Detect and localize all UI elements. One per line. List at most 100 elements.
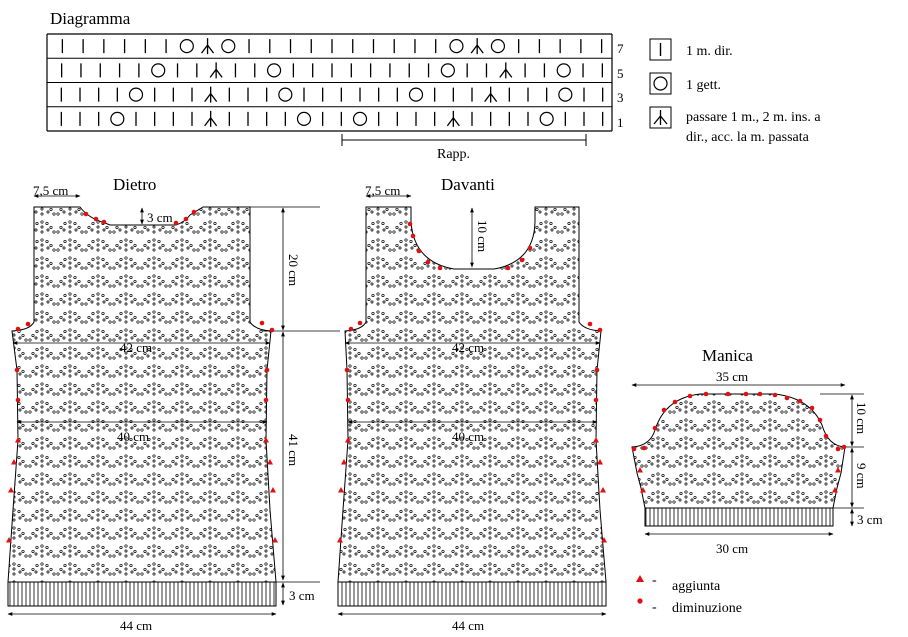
decrease-stitch [470,38,484,55]
back-armhole-label: 20 cm [286,254,301,286]
legend-decrease-text-1: passare 1 m., 2 m. ins. a [686,110,821,125]
repeat-label: Rapp. [437,147,470,162]
front-bottom-label: 44 cm [452,618,484,633]
key-decrease-text: diminuzione [672,601,742,616]
yarn-over-stitch [266,63,282,78]
decrease-marker [641,445,647,451]
decrease-marker [797,398,803,404]
back-ribbing [7,581,277,607]
decrease-marker [425,259,431,265]
increase-marker [345,437,351,443]
decrease-marker [784,395,790,401]
increase-marker [593,437,599,443]
yarn-over-stitch [278,87,293,102]
back-rib-label: 3 cm [289,588,315,603]
decrease-marker [841,444,847,450]
decrease-marker [809,405,815,411]
front-title: Davanti [441,175,495,194]
decrease-marker [743,391,749,397]
decrease-marker [597,327,603,333]
legend-yarn-over-text: 1 gett. [686,78,721,93]
decrease-stitch [209,62,223,79]
sleeve-ribbing [644,507,834,527]
front-piece [337,206,607,583]
back-chest-label: 42 cm [120,340,152,355]
decrease-marker [703,391,709,397]
decrease-stitch [446,110,460,127]
decrease-marker [191,209,197,215]
decrease-marker [345,397,351,403]
decrease-marker [25,321,31,327]
increase-marker [835,467,841,473]
decrease-stitch [201,38,215,55]
yarn-over-stitch [490,39,506,54]
increase-marker [337,537,343,543]
legend-decrease-text-2: dir., acc. la m. passata [686,130,810,145]
front-ribbing [337,581,607,607]
decrease-marker [519,257,525,263]
decrease-marker [772,392,778,398]
chart-row-num-1: 1 [617,115,624,130]
decrease-marker [83,211,89,217]
decrease-marker [344,367,350,373]
increase-marker [341,459,347,465]
key-dash-1: - [652,573,657,588]
increase-marker [637,467,643,473]
back-neck-label: 3 cm [147,210,173,225]
legend-knit-text: 1 m. dir. [686,44,733,59]
decrease-marker [687,393,693,399]
increase-marker [8,487,14,493]
decrease-marker [410,233,416,239]
decrease-icon [653,110,668,125]
decrease-marker [505,265,511,271]
increase-marker [597,459,603,465]
decrease-marker [594,367,600,373]
increase-marker-icon [636,575,644,582]
yarn-over-stitch [440,63,455,78]
decrease-marker [269,327,275,333]
decrease-marker [348,326,354,332]
yarn-over-stitch [128,87,144,102]
decrease-stitch [204,110,218,127]
decrease-marker [264,367,270,373]
decrease-marker [593,397,599,403]
decrease-marker [357,320,363,326]
yarn-over-stitch [408,87,424,102]
legend-yarn-over [649,72,672,95]
front-chest-label: 42 cm [452,340,484,355]
decrease-stitch [499,62,513,79]
yarn-over-stitch [558,87,573,102]
decrease-marker [93,216,99,222]
increase-marker [11,459,17,465]
decrease-marker [817,417,823,423]
increase-marker [267,459,273,465]
stitch-chart [46,33,613,132]
sleeve-top-label: 35 cm [716,369,748,384]
decrease-marker [835,446,841,452]
decrease-marker-icon [637,598,643,604]
increase-marker [263,437,269,443]
decrease-marker [631,446,637,452]
front-neck-label: 10 cm [475,220,490,252]
decrease-marker [661,407,667,413]
yarn-over-stitch [539,111,554,126]
decrease-marker [263,397,269,403]
sleeve-rib-label: 3 cm [857,512,883,527]
decrease-marker [14,367,20,373]
decrease-marker [407,221,413,227]
decrease-marker [15,326,21,332]
sleeve-bottom-label: 30 cm [716,541,748,556]
increase-marker [338,487,344,493]
decrease-stitch [484,86,498,103]
back-piece [7,206,277,583]
yarn-over-stitch [449,39,464,54]
decrease-marker [259,320,265,326]
chart-row-num-5: 5 [617,66,624,81]
yarn-over-stitch [151,63,166,78]
increase-marker [601,537,607,543]
back-title: Dietro [113,175,156,194]
back-length-label: 41 cm [286,434,301,466]
decrease-marker [823,433,829,439]
key-increase-text: aggiunta [672,579,721,594]
